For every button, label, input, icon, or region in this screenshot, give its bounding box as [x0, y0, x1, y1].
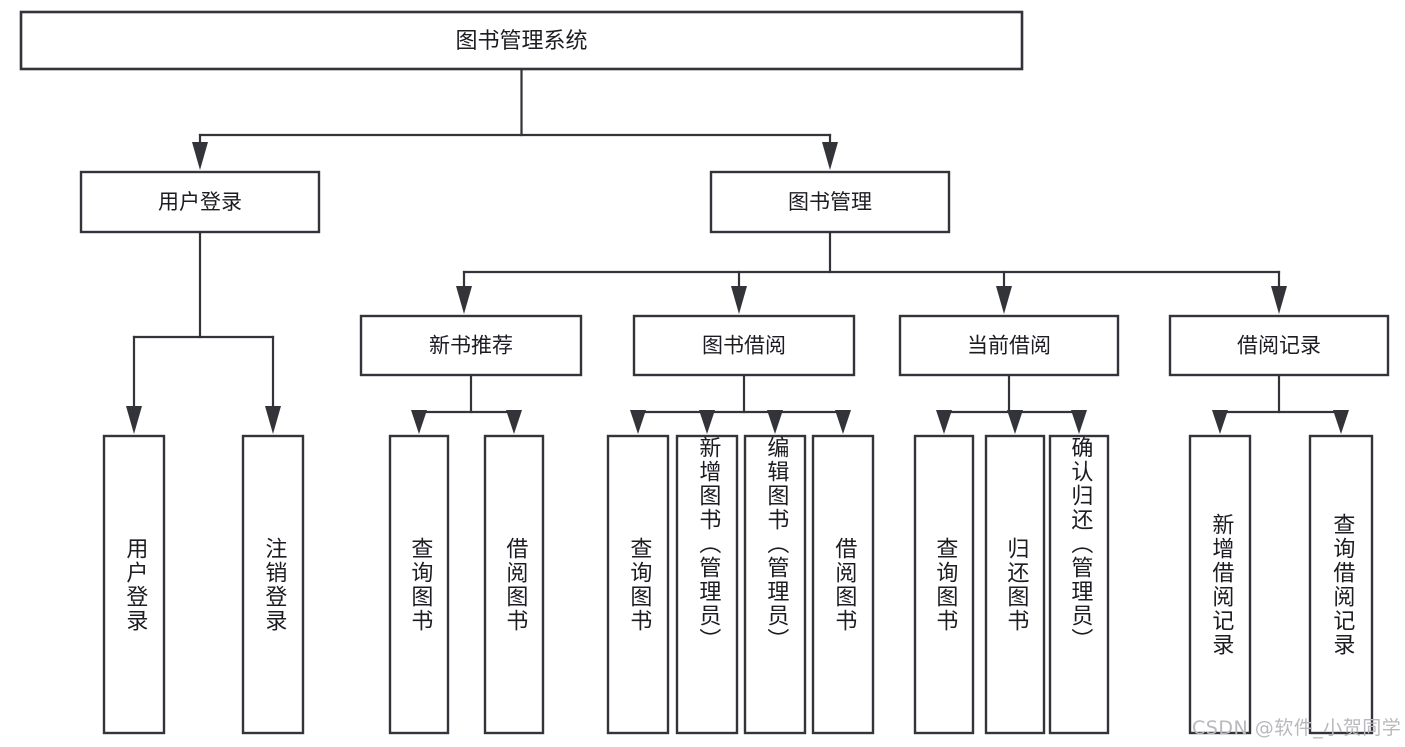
leaf-box-confirm-return-admin[interactable] [1048, 434, 1110, 735]
arrowhead-leaf-1 [126, 406, 142, 434]
arrowhead-leaf-8 [835, 410, 851, 434]
node-root-box [19, 10, 1024, 71]
node-book-management[interactable]: 图书管理 [709, 170, 951, 234]
leaf-box-user-login[interactable] [102, 434, 166, 735]
leaf-box-query-book-new[interactable] [388, 434, 450, 735]
arrowhead-leaf-6 [699, 410, 715, 434]
arrowhead-leaf-13 [1333, 410, 1349, 434]
node-book-borrow-box [632, 314, 856, 377]
leaf-box-layer [102, 434, 1374, 735]
node-current-borrow-label: 当前借阅 [967, 334, 1051, 358]
leaf-box-borrow-book-new[interactable] [483, 434, 545, 735]
arrowhead-leaf-7 [767, 410, 783, 434]
arrowhead-leaf-3 [411, 410, 427, 434]
node-new-book-recommend-label: 新书推荐 [429, 334, 513, 358]
arrowhead-borrow [731, 286, 747, 314]
leaf-box-query-book-borrow[interactable] [606, 434, 670, 735]
arrowhead-current [996, 286, 1012, 314]
arrowhead-leaf-12 [1212, 410, 1228, 434]
node-root-label: 图书管理系统 [455, 29, 587, 54]
csdn-watermark: CSDN @软件_小贺同学 [1192, 717, 1402, 739]
node-new-book-recommend-box [359, 314, 583, 377]
arrowhead-newbook [456, 286, 472, 314]
arrowhead-leaf-2 [265, 406, 281, 434]
leaf-box-add-book-admin[interactable] [675, 434, 739, 735]
arrowhead-leaf-10 [1007, 410, 1023, 434]
leaf-box-logout[interactable] [241, 434, 305, 735]
node-book-management-box [709, 170, 951, 234]
leaf-box-return-book[interactable] [984, 434, 1046, 735]
leaf-box-add-borrow-record[interactable] [1188, 434, 1252, 735]
arrowhead-user-login [192, 142, 208, 170]
arrowhead-leaf-9 [936, 410, 952, 434]
node-borrow-record-label: 借阅记录 [1237, 334, 1321, 358]
node-book-borrow[interactable]: 图书借阅 [632, 314, 856, 377]
arrowhead-leaf-5 [630, 410, 646, 434]
leaf-box-query-borrow-record[interactable] [1308, 434, 1374, 735]
connector-layer [126, 67, 1349, 434]
node-current-borrow-box [898, 314, 1120, 377]
node-current-borrow[interactable]: 当前借阅 [898, 314, 1120, 377]
node-borrow-record-box [1168, 314, 1390, 377]
leaf-box-edit-book-admin[interactable] [743, 434, 807, 735]
node-book-management-label: 图书管理 [788, 190, 872, 214]
node-book-borrow-label: 图书借阅 [702, 334, 786, 358]
leaf-box-borrow-book[interactable] [811, 434, 875, 735]
arrowhead-leaf-11 [1071, 410, 1087, 434]
node-user-login-box [79, 170, 321, 234]
arrowhead-record [1271, 286, 1287, 314]
leaf-box-query-book-current[interactable] [913, 434, 975, 735]
node-new-book-recommend[interactable]: 新书推荐 [359, 314, 583, 377]
arrowhead-leaf-4 [506, 410, 522, 434]
node-borrow-record[interactable]: 借阅记录 [1168, 314, 1390, 377]
node-user-login-label: 用户登录 [158, 190, 242, 214]
arrowhead-book-manage [822, 142, 838, 170]
node-root[interactable]: 图书管理系统 [19, 10, 1024, 71]
node-user-login[interactable]: 用户登录 [79, 170, 321, 234]
